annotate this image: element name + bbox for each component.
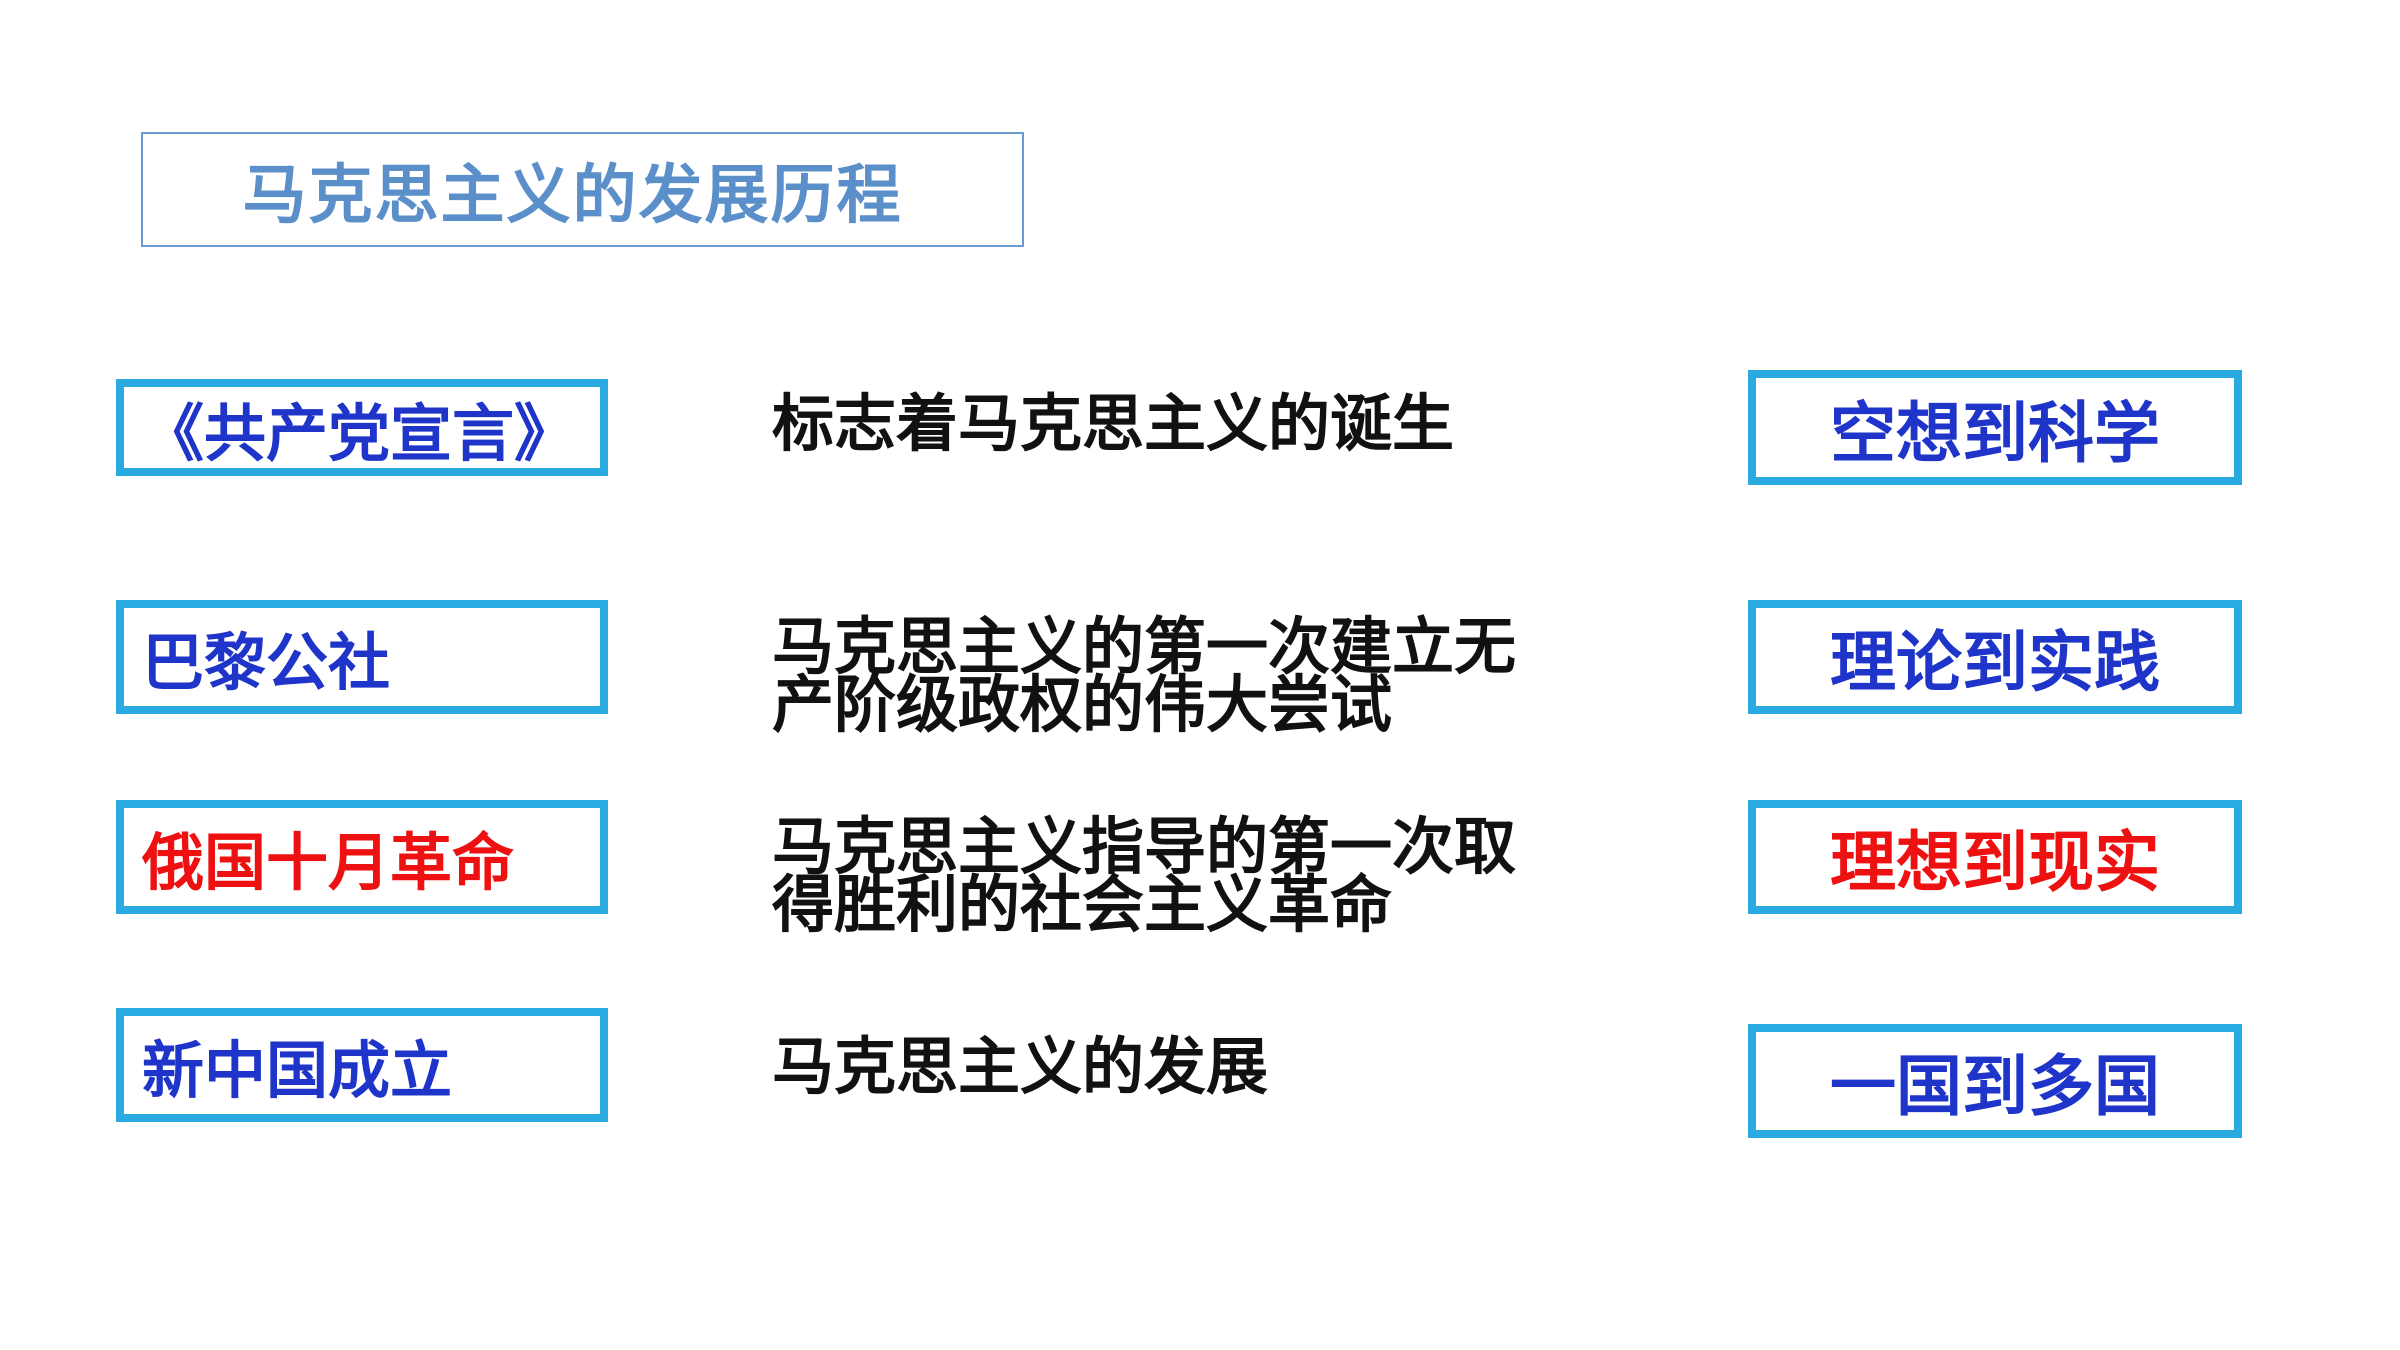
event-label: 《共产党宣言》 <box>142 396 577 470</box>
event-box-october-revolution: 俄国十月革命 <box>116 800 608 914</box>
stage-label: 理想到现实 <box>1830 824 2160 901</box>
stage-label: 理论到实践 <box>1830 624 2160 701</box>
stage-label: 空想到科学 <box>1830 394 2160 472</box>
stage-box-utopia-to-science: 空想到科学 <box>1748 370 2242 485</box>
event-description: 马克思主义的第一次建立无 产阶级政权的伟大尝试 <box>772 610 1672 741</box>
description-line: 马克思主义的发展 <box>772 1030 1269 1103</box>
event-box-paris-commune: 巴黎公社 <box>116 600 608 714</box>
description-line: 产阶级政权的伟大尝试 <box>772 668 1393 741</box>
event-description: 标志着马克思主义的诞生 <box>772 387 1672 460</box>
page-title: 马克思主义的发展历程 <box>242 158 903 233</box>
description-line: 马克思主义的第一次建立无 <box>772 610 1517 683</box>
stage-label: 一国到多国 <box>1830 1048 2160 1125</box>
event-box-new-china: 新中国成立 <box>116 1008 608 1122</box>
event-label: 俄国十月革命 <box>142 826 515 899</box>
event-box-communist-manifesto: 《共产党宣言》 <box>116 379 608 476</box>
stage-box-theory-to-practice: 理论到实践 <box>1748 600 2242 714</box>
event-label: 巴黎公社 <box>142 626 391 699</box>
description-line: 马克思主义指导的第一次取 <box>772 810 1517 883</box>
title-box: 马克思主义的发展历程 <box>141 132 1024 247</box>
event-label: 新中国成立 <box>142 1034 453 1107</box>
description-line: 得胜利的社会主义革命 <box>772 868 1393 941</box>
event-description: 马克思主义的发展 <box>772 1030 1672 1103</box>
event-description: 马克思主义指导的第一次取 得胜利的社会主义革命 <box>772 810 1672 941</box>
description-line: 标志着马克思主义的诞生 <box>772 387 1455 460</box>
stage-box-ideal-to-reality: 理想到现实 <box>1748 800 2242 914</box>
stage-box-one-to-many-countries: 一国到多国 <box>1748 1024 2242 1138</box>
